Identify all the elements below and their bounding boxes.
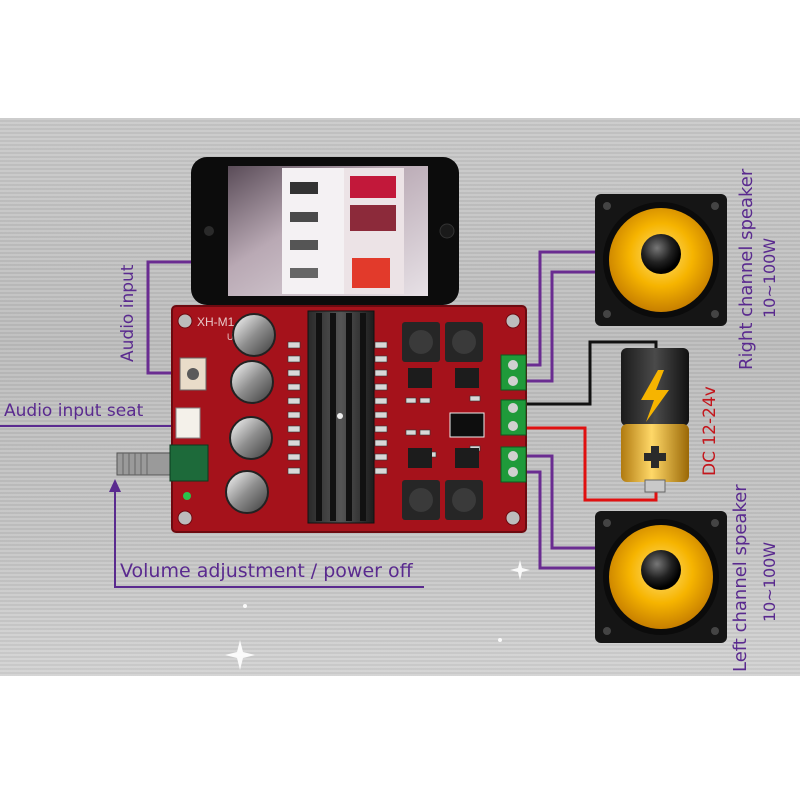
left-speaker-power: 10~100W [760,541,779,622]
power-wire-negative [522,340,658,406]
left-speaker-wire-2 [522,470,596,570]
chip [455,448,479,468]
inductors [402,322,483,520]
audio-input-seat-connector [175,407,201,439]
dc-voltage-label: DC 12-24v [700,386,720,476]
right-speaker-power: 10~100W [760,237,779,318]
volume-adjustment-label: Volume adjustment / power off [120,560,413,582]
audio-input-label: Audio input [118,264,138,362]
right-speaker-wire-2 [522,270,596,383]
chip [408,448,432,468]
capacitors [225,313,276,514]
battery-icon [621,348,689,493]
right-speaker-icon [595,194,727,326]
amplifier-board: XH-M1 U3 [116,305,527,533]
audio-input-wire [146,260,197,375]
board-model: XH-M1 [197,315,235,329]
sparkles [225,560,530,670]
terminal-blocks [500,354,527,483]
lightning-icon [641,370,669,422]
left-speaker-label: Left channel speaker [730,484,751,672]
volume-arrow [114,490,424,588]
potentiometer-icon [116,444,209,500]
wires [146,250,658,570]
chip [408,368,432,388]
left-speaker-icon [595,511,727,643]
plus-icon [644,446,666,468]
chip [455,368,479,388]
chip-main [449,412,485,438]
right-speaker-wire-1 [522,250,596,367]
left-speaker-wire-1 [522,454,596,550]
audio-input-seat-label: Audio input seat [4,401,144,421]
right-speaker-label: Right channel speaker [736,168,757,370]
smartphone-icon [191,157,459,305]
power-wire-positive [522,426,658,502]
heatsink [307,310,375,524]
